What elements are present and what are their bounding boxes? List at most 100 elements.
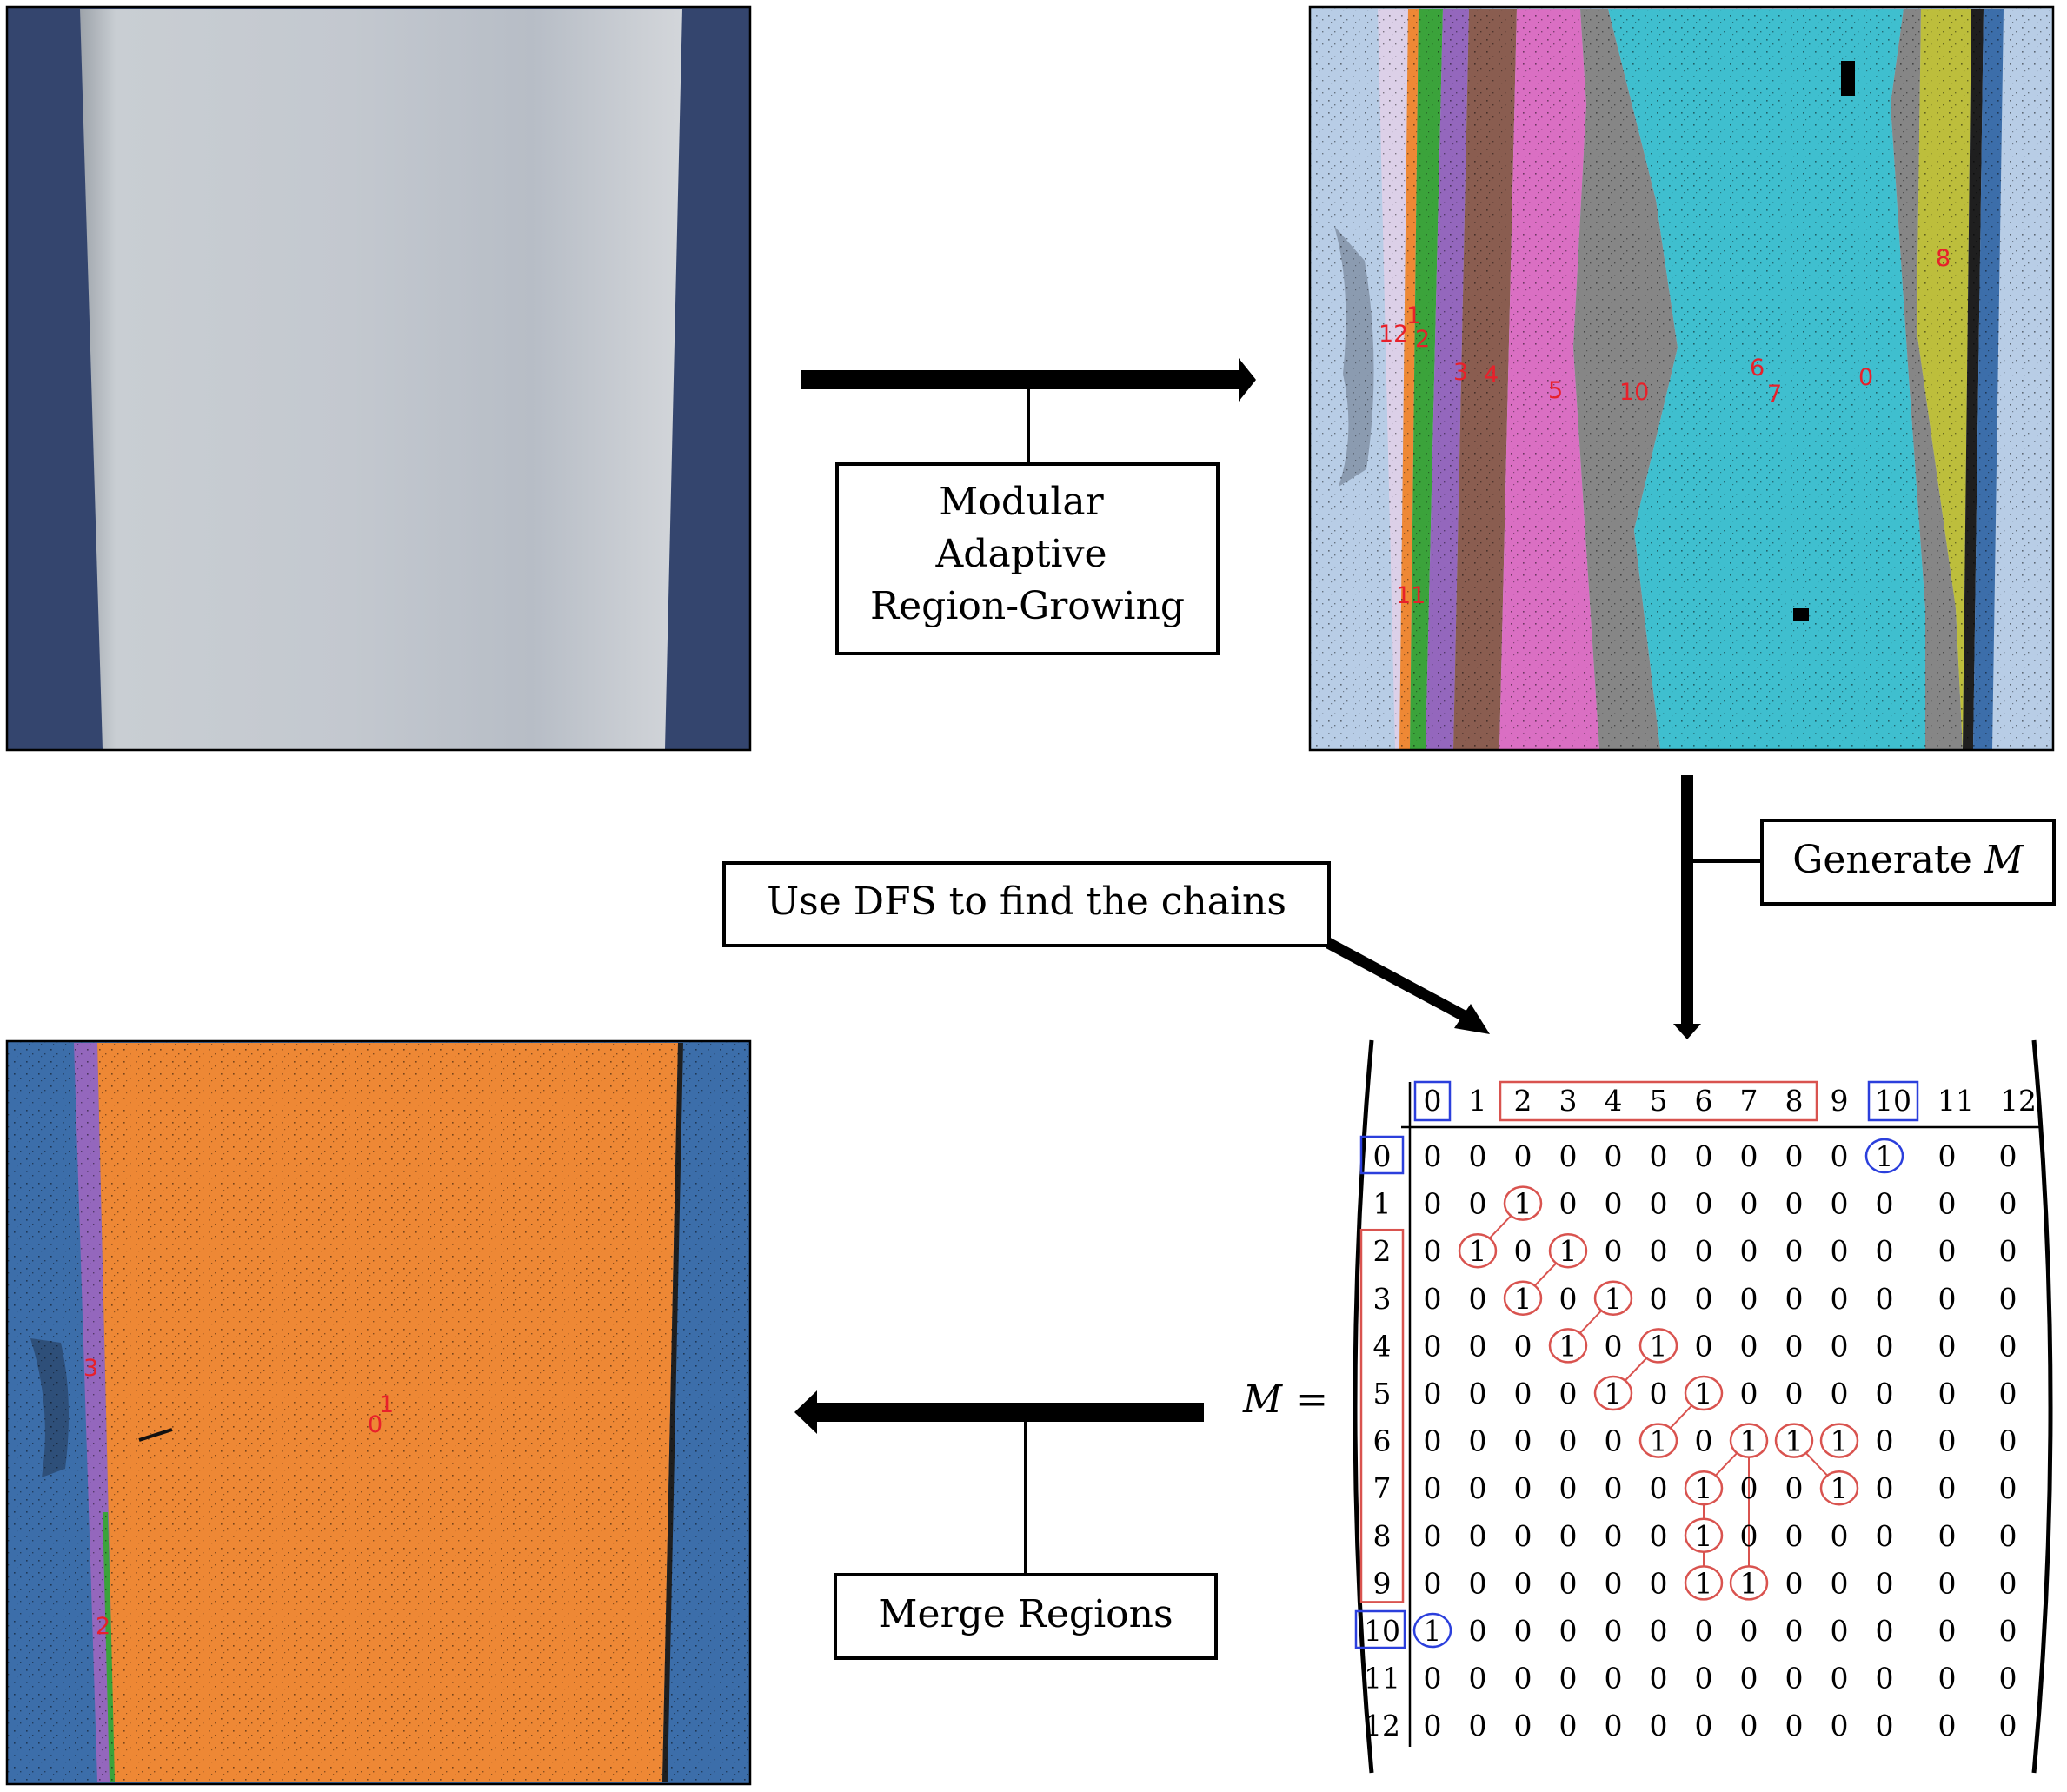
cell-9-12: 0 xyxy=(1999,1566,2017,1600)
label-box xyxy=(722,861,1331,947)
row-index-3: 3 xyxy=(1373,1282,1392,1316)
cell-4-2: 0 xyxy=(1514,1329,1532,1363)
column-index-5: 5 xyxy=(1650,1084,1668,1118)
header-box-10 xyxy=(1867,1080,1919,1122)
cell-3-3: 0 xyxy=(1559,1282,1578,1316)
cell-0-11: 0 xyxy=(1938,1139,1957,1173)
seg-label-10: 10 xyxy=(1619,379,1649,406)
cell-8-8: 0 xyxy=(1785,1519,1804,1553)
cell-12-9: 0 xyxy=(1831,1709,1849,1742)
cell-1-6: 0 xyxy=(1695,1187,1713,1221)
chain-circle-4-5 xyxy=(1638,1328,1678,1364)
cell-7-6: 1 xyxy=(1695,1471,1713,1505)
chain-circle-2-3 xyxy=(1548,1232,1588,1269)
cell-7-12: 0 xyxy=(1999,1471,2017,1505)
cell-0-4: 0 xyxy=(1605,1139,1623,1173)
cell-12-8: 0 xyxy=(1785,1709,1804,1742)
photo-border xyxy=(5,5,752,752)
cell-2-7: 0 xyxy=(1740,1234,1758,1268)
chain-circle-8-6 xyxy=(1684,1517,1724,1554)
header-box-0 xyxy=(1413,1080,1452,1122)
cell-5-11: 0 xyxy=(1938,1377,1957,1410)
cell-11-2: 0 xyxy=(1514,1662,1532,1696)
chain-circle-3-4 xyxy=(1593,1280,1633,1317)
cell-11-11: 0 xyxy=(1938,1662,1957,1696)
cell-7-11: 0 xyxy=(1938,1471,1957,1505)
cell-8-0: 0 xyxy=(1424,1519,1442,1553)
cell-0-2: 0 xyxy=(1514,1139,1532,1173)
segmented-image-panel: 12 1 2 3 4 5 10 6 7 0 8 11 xyxy=(1308,5,2055,752)
cell-3-12: 0 xyxy=(1999,1282,2017,1316)
generate-m-label: Generate M xyxy=(1792,838,2024,882)
cell-6-0: 0 xyxy=(1424,1424,1442,1458)
cell-12-4: 0 xyxy=(1605,1709,1623,1742)
seg-black-blob-2 xyxy=(1793,608,1809,621)
cell-3-6: 0 xyxy=(1695,1282,1713,1316)
region-growing-label: Modular Adaptive Region-Growing xyxy=(870,480,1185,628)
cell-3-2: 1 xyxy=(1514,1282,1532,1316)
cell-9-6: 1 xyxy=(1695,1566,1713,1600)
cell-11-9: 0 xyxy=(1831,1662,1849,1696)
label-line-3: Region-Growing xyxy=(870,584,1185,628)
label-box xyxy=(1760,819,2056,906)
cell-1-0: 0 xyxy=(1424,1187,1442,1221)
cell-8-4: 0 xyxy=(1605,1519,1623,1553)
cell-6-9: 1 xyxy=(1831,1424,1849,1458)
cell-1-12: 0 xyxy=(1999,1187,2017,1221)
cell-6-4: 0 xyxy=(1605,1424,1623,1458)
merged-border xyxy=(5,1039,752,1786)
cell-11-4: 0 xyxy=(1605,1662,1623,1696)
seg-label-5: 5 xyxy=(1548,377,1563,404)
pair-circle-10-0 xyxy=(1412,1612,1452,1649)
dfs-arrowhead xyxy=(1454,1004,1490,1034)
cell-3-9: 0 xyxy=(1831,1282,1849,1316)
cell-10-4: 0 xyxy=(1605,1614,1623,1648)
cell-7-4: 0 xyxy=(1605,1471,1623,1505)
cell-4-3: 1 xyxy=(1559,1329,1578,1363)
cell-6-1: 0 xyxy=(1469,1424,1487,1458)
dfs-label: Use DFS to find the chains xyxy=(767,879,1286,924)
cell-10-10: 0 xyxy=(1876,1614,1894,1648)
cell-0-0: 0 xyxy=(1424,1139,1442,1173)
row-index-4: 4 xyxy=(1373,1329,1392,1363)
arrowhead-right xyxy=(1239,358,1256,402)
chain-circle-5-4 xyxy=(1593,1375,1633,1411)
row-index-1: 1 xyxy=(1373,1187,1392,1221)
cell-4-6: 0 xyxy=(1695,1329,1713,1363)
chain-circle-6-9 xyxy=(1819,1423,1859,1458)
cell-11-0: 0 xyxy=(1424,1662,1442,1696)
seg-label-8: 8 xyxy=(1936,245,1951,272)
arrow-generate-m: Generate M xyxy=(1673,775,2056,1039)
cell-4-10: 0 xyxy=(1876,1329,1894,1363)
cell-2-1: 1 xyxy=(1469,1234,1487,1268)
seg-label-12: 12 xyxy=(1379,321,1408,348)
column-index-3: 3 xyxy=(1559,1084,1578,1118)
cell-6-3: 0 xyxy=(1559,1424,1578,1458)
cell-12-5: 0 xyxy=(1650,1709,1668,1742)
cell-11-3: 0 xyxy=(1559,1662,1578,1696)
dfs-arrow-shaft xyxy=(1325,938,1472,1024)
cell-4-4: 0 xyxy=(1605,1329,1623,1363)
row-box-0 xyxy=(1359,1135,1405,1175)
cell-9-8: 0 xyxy=(1785,1566,1804,1600)
blade-surface xyxy=(80,9,682,749)
cell-7-1: 0 xyxy=(1469,1471,1487,1505)
cell-1-5: 0 xyxy=(1650,1187,1668,1221)
cell-11-5: 0 xyxy=(1650,1662,1668,1696)
cell-1-3: 0 xyxy=(1559,1187,1578,1221)
cell-12-6: 0 xyxy=(1695,1709,1713,1742)
chain-circle-6-5 xyxy=(1638,1423,1678,1458)
cell-8-2: 0 xyxy=(1514,1519,1532,1553)
arrowhead-left xyxy=(794,1390,817,1434)
chain-circle-7-9 xyxy=(1819,1470,1859,1506)
cell-9-11: 0 xyxy=(1938,1566,1957,1600)
arrow-shaft xyxy=(1681,775,1693,1029)
cell-2-9: 0 xyxy=(1831,1234,1849,1268)
cell-6-7: 1 xyxy=(1740,1424,1758,1458)
merged-label-3: 3 xyxy=(83,1355,98,1382)
cell-6-11: 0 xyxy=(1938,1424,1957,1458)
cell-4-5: 1 xyxy=(1650,1329,1668,1363)
